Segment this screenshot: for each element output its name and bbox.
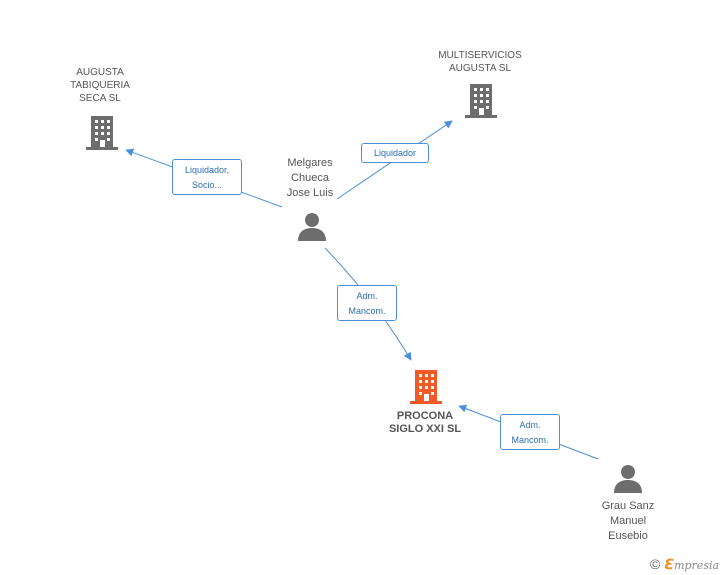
company-name-procona[interactable]: PROCONA SIGLO XXI SL bbox=[388, 410, 462, 435]
empresia-logo-text: mpresia bbox=[674, 558, 720, 572]
company-name-multiservicios[interactable]: MULTISERVICIOS AUGUSTA SL bbox=[438, 50, 522, 74]
person-name-melgares[interactable]: Melgares Chueca Jose Luis bbox=[286, 157, 334, 199]
person-name-grau[interactable]: Grau Sanz Manuel Eusebio bbox=[601, 500, 655, 542]
copyright-symbol: © bbox=[650, 556, 661, 572]
footer-brand: © ℇmpresia bbox=[650, 555, 719, 573]
empresia-logo-initial: ℇ bbox=[664, 555, 675, 572]
edge-label-melgares-augusta[interactable]: Liquidador, Socio... bbox=[172, 159, 242, 195]
person-icon[interactable] bbox=[297, 212, 327, 242]
building-icon[interactable] bbox=[410, 370, 442, 404]
edge-label-melgares-procona[interactable]: Adm. Mancom. bbox=[337, 285, 397, 321]
empresia-logo[interactable]: ℇmpresia bbox=[664, 556, 719, 573]
person-icon[interactable] bbox=[613, 464, 643, 494]
building-icon[interactable] bbox=[465, 84, 497, 118]
edge-label-melgares-multiservicios[interactable]: Liquidador bbox=[361, 143, 429, 163]
building-icon[interactable] bbox=[86, 116, 118, 150]
company-name-augusta-tabiqueria[interactable]: AUGUSTA TABIQUERIA SECA SL bbox=[70, 67, 130, 104]
edge-label-grau-procona[interactable]: Adm. Mancom. bbox=[500, 414, 560, 450]
